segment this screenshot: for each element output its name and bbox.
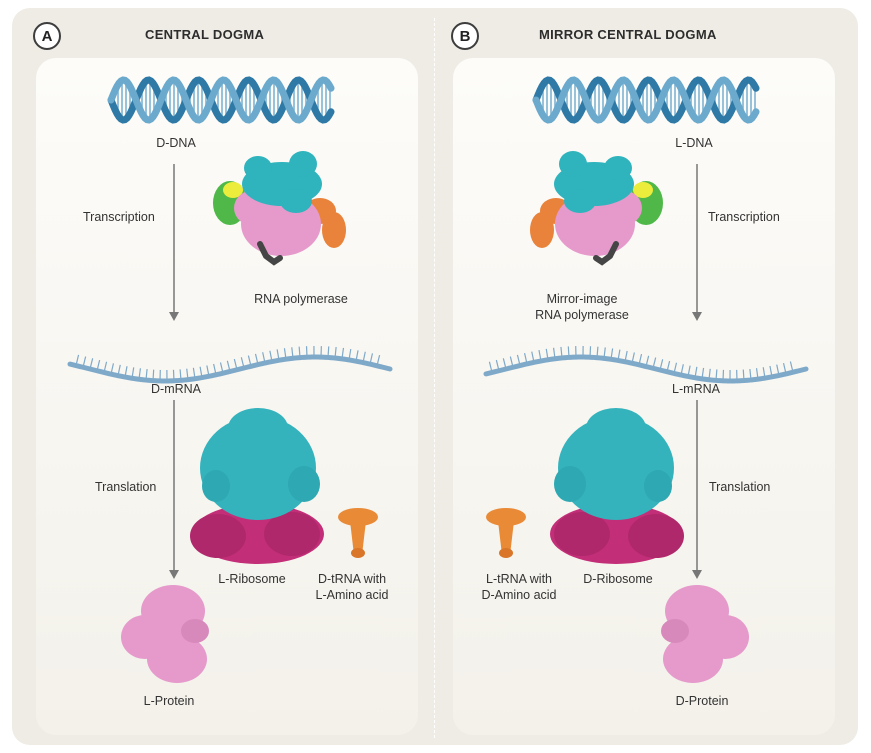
panel-a-badge: A (33, 22, 61, 50)
panel-b-ribosome-label: D-Ribosome (583, 572, 653, 586)
panel-a-translation-label: Translation (95, 480, 157, 494)
panel-b-card (453, 58, 835, 735)
panel-b-polymerase-label: Mirror-image RNA polymerase (535, 292, 629, 322)
ribosome-icon (190, 408, 324, 564)
panel-b-translation-label: Translation (709, 480, 771, 494)
panel-a-polymerase-label: RNA polymerase (254, 292, 348, 306)
rna-polymerase-icon (213, 151, 346, 266)
mrna-strand-icon (67, 345, 393, 384)
dna-helix-icon (107, 76, 335, 124)
panel-a-trna-label: D-tRNA with L-Amino acid (315, 572, 389, 602)
panel-b-protein-label: D-Protein (675, 694, 729, 708)
panel-a-card (36, 58, 418, 735)
panel-b-dna-label: L-DNA (675, 136, 713, 150)
panel-a-protein-label: L-Protein (143, 694, 195, 708)
arrow-down-icon (692, 400, 702, 579)
arrow-down-icon (692, 164, 702, 321)
trna-icon (338, 508, 378, 558)
central-dogma-figure: A CENTRAL DOGMA D-DNA Transcription (12, 8, 858, 745)
mrna-strand-icon (483, 346, 809, 384)
panel-a-transcription-label: Transcription (83, 210, 155, 224)
panel-a-title: CENTRAL DOGMA (145, 27, 265, 42)
arrow-down-icon (169, 400, 179, 579)
panel-a-mrna-label: D-mRNA (151, 382, 201, 396)
protein-icon (121, 585, 209, 683)
rna-polymerase-icon (213, 151, 346, 266)
rna-polymerase-icon (530, 151, 663, 266)
panel-b-trna-label: L-tRNA with D-Amino acid (481, 572, 557, 602)
panel-a-ribosome-label: L-Ribosome (218, 572, 286, 586)
panel-divider (434, 18, 435, 738)
panel-b-title: MIRROR CENTRAL DOGMA (539, 27, 717, 42)
arrow-down-icon (169, 164, 179, 321)
panel-a-dna-label: D-DNA (156, 136, 196, 150)
protein-icon (661, 585, 749, 683)
panel-b-mrna-label: L-mRNA (672, 382, 720, 396)
panel-b-transcription-label: Transcription (708, 210, 780, 224)
dna-helix-icon (532, 76, 760, 124)
panel-b-badge: B (451, 22, 479, 50)
ribosome-icon (550, 408, 684, 564)
trna-icon (486, 508, 526, 558)
